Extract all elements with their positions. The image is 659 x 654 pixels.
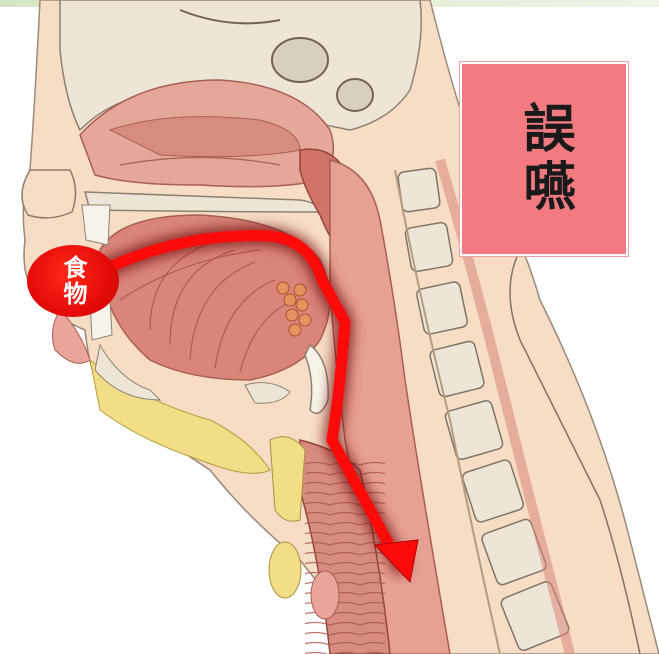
aspiration-title: 誤嚥 [518, 101, 570, 217]
upper-teeth [82, 205, 110, 245]
aspiration-title-box: 誤嚥 [460, 62, 628, 256]
nose [22, 170, 76, 218]
thyroid-cartilage [270, 437, 305, 522]
food-bolus: 食物 [27, 245, 119, 317]
food-label: 食物 [61, 255, 85, 307]
